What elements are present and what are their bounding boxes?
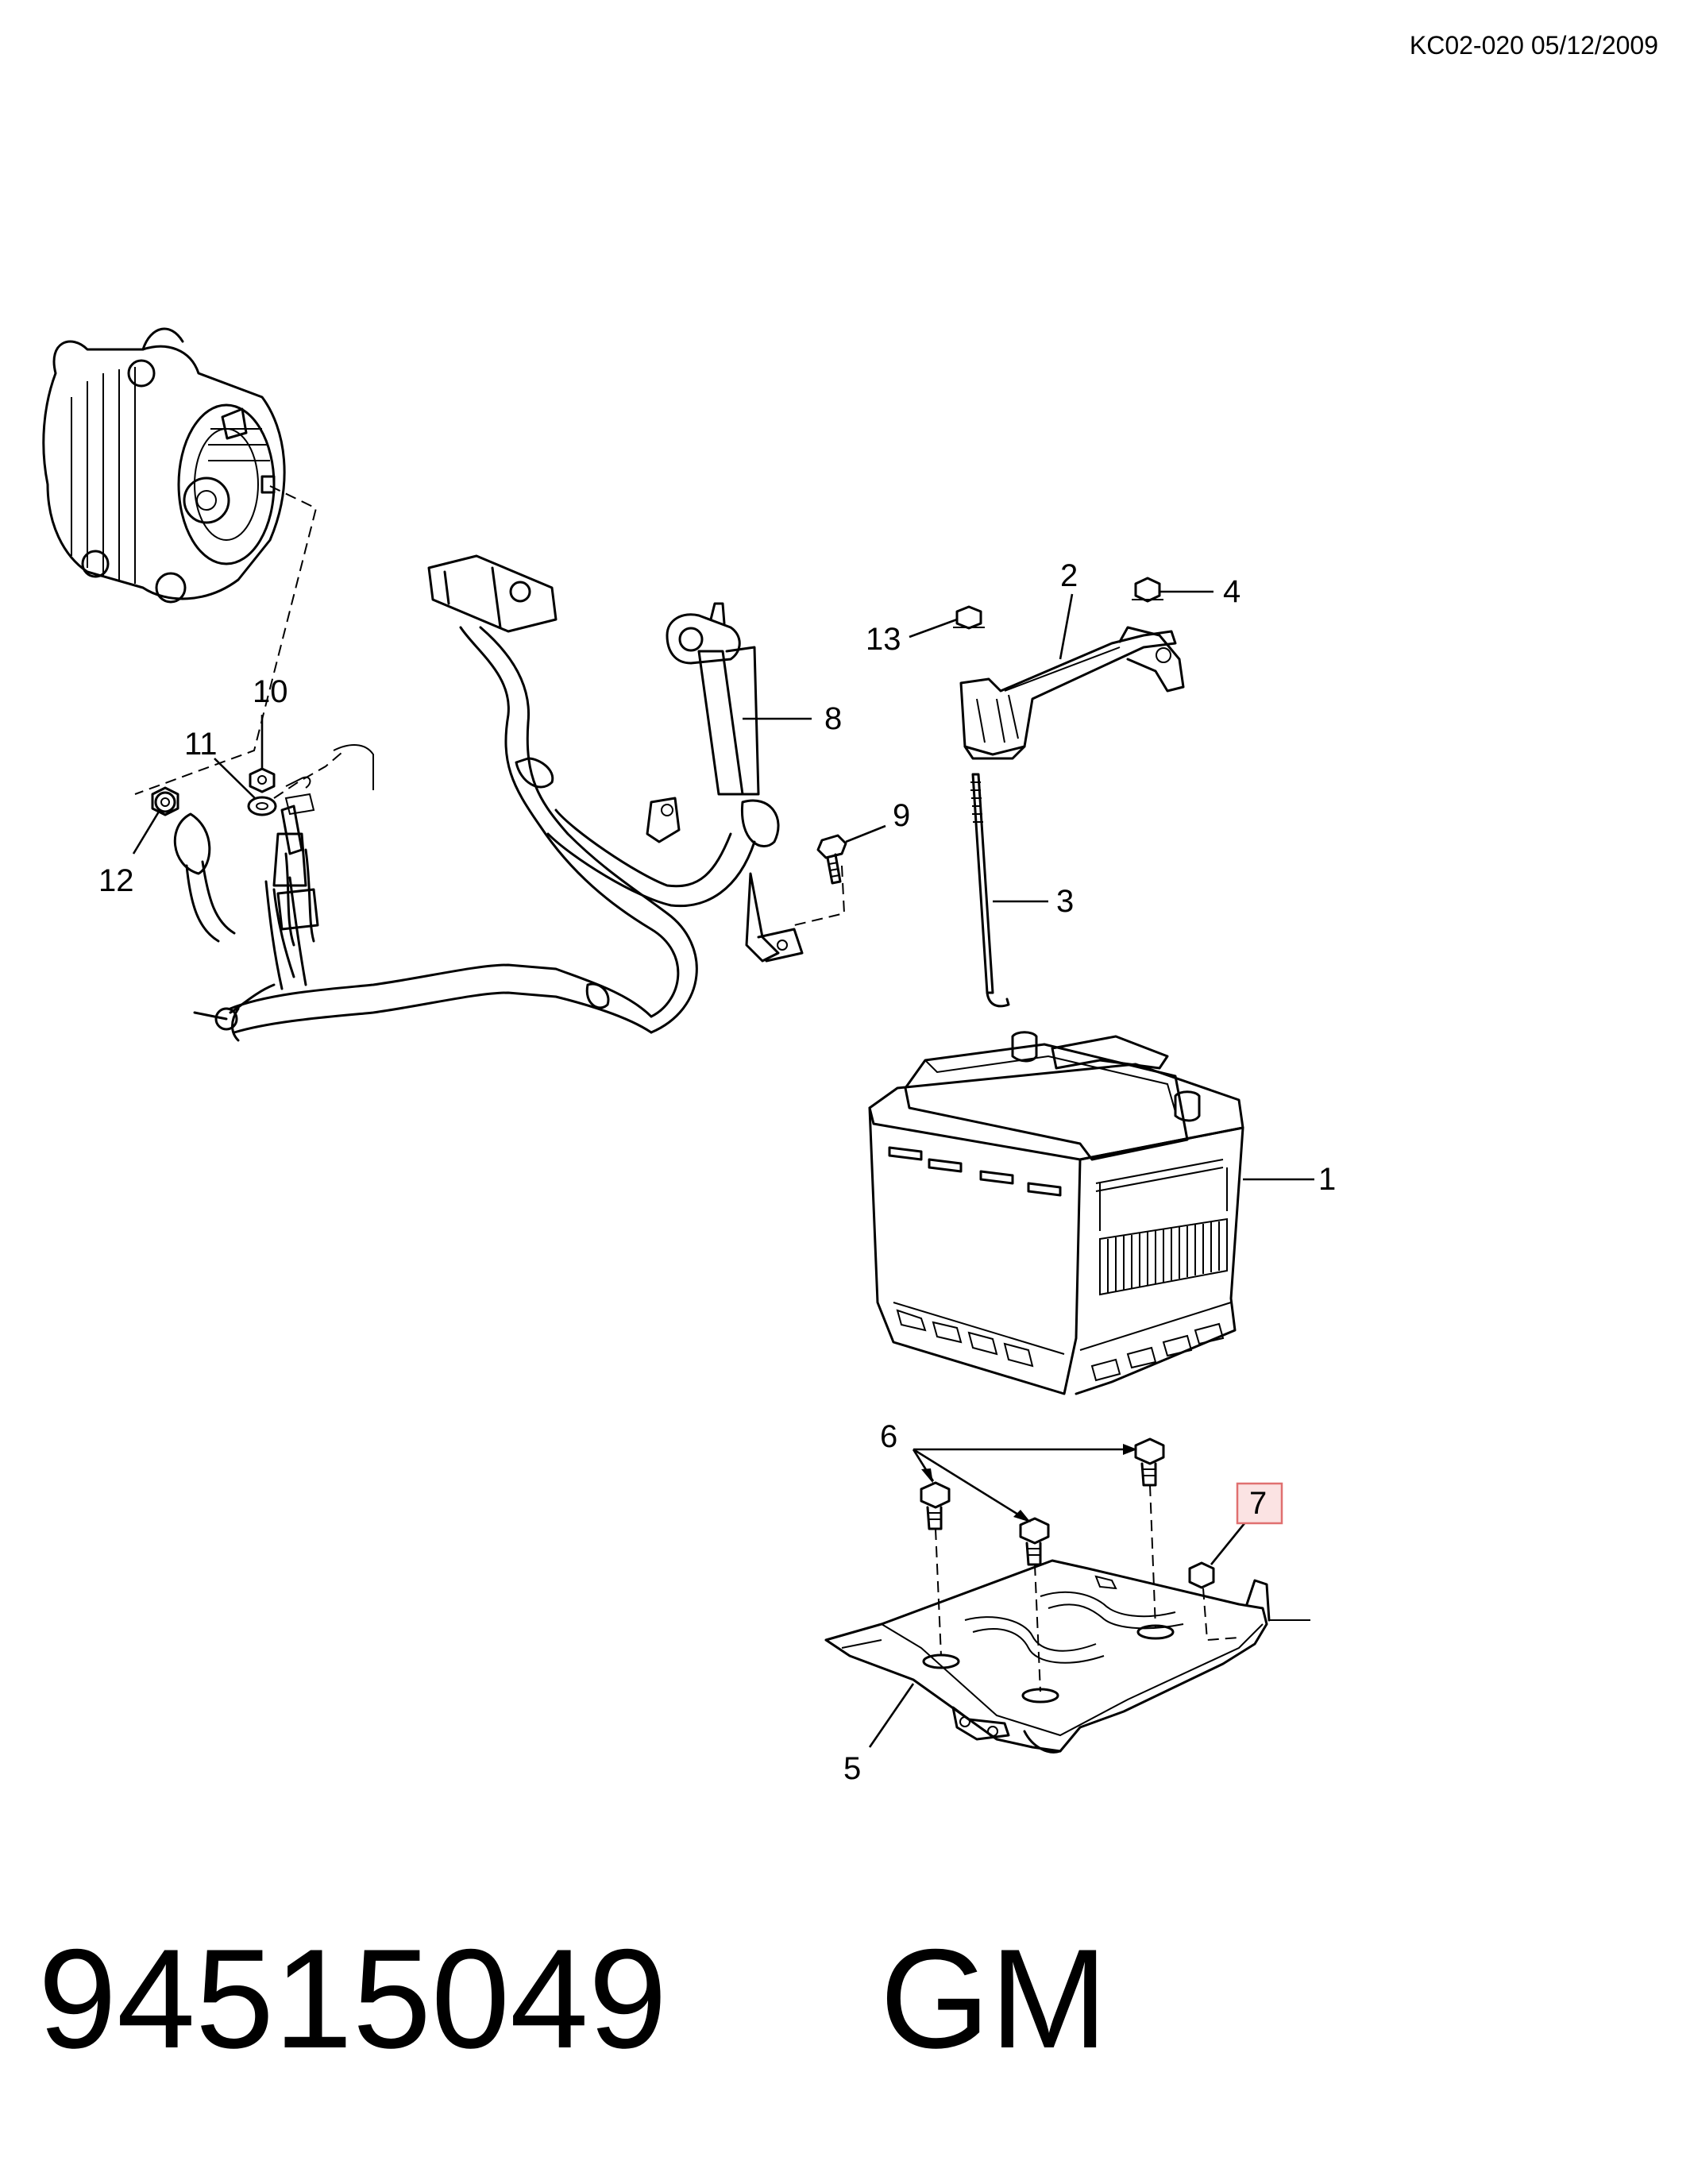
part-number: 94515049 <box>38 1920 667 2078</box>
callout-3: 3 <box>1056 884 1074 919</box>
nut-13 <box>953 605 985 630</box>
negative-cable <box>154 791 236 943</box>
battery-cable-harness <box>193 554 804 1042</box>
header-reference: KC02-020 05/12/2009 <box>1410 31 1658 60</box>
washer-11 <box>247 796 277 816</box>
callout-7-highlight <box>1236 1482 1283 1525</box>
battery-hold-down-bracket <box>959 626 1185 760</box>
callout-2: 2 <box>1060 558 1078 593</box>
callout-1: 1 <box>1318 1162 1336 1197</box>
bolt-6-front <box>1019 1517 1050 1692</box>
battery <box>868 1031 1244 1395</box>
bolt-9 <box>793 834 847 926</box>
callout-5: 5 <box>843 1751 861 1786</box>
battery-tray <box>824 1559 1310 1754</box>
hold-down-rod <box>970 773 1010 1008</box>
brand-name: GM <box>880 1920 1108 2078</box>
callout-8: 8 <box>824 701 842 736</box>
nut-10 <box>249 767 276 793</box>
battery-label-hatching <box>1099 1167 1228 1296</box>
callout-13: 13 <box>866 622 901 657</box>
leader-lines <box>132 590 1314 1748</box>
callout-6: 6 <box>880 1419 897 1454</box>
callout-7: 7 <box>1249 1486 1267 1521</box>
callout-11: 11 <box>184 727 218 762</box>
callout-4: 4 <box>1223 574 1240 609</box>
bolt-6-rear <box>1134 1437 1165 1629</box>
callout-10: 10 <box>253 674 288 709</box>
callout-12: 12 <box>98 863 134 898</box>
nut-12 <box>151 786 179 816</box>
nut-4 <box>1132 577 1163 603</box>
positive-cable-lug <box>273 744 374 947</box>
alternator-illustration <box>42 327 286 604</box>
nut-7 <box>1188 1561 1240 1642</box>
callout-6-arrowheads <box>921 1444 1137 1522</box>
callout-9: 9 <box>893 798 910 833</box>
bolt-6-left <box>920 1481 951 1657</box>
